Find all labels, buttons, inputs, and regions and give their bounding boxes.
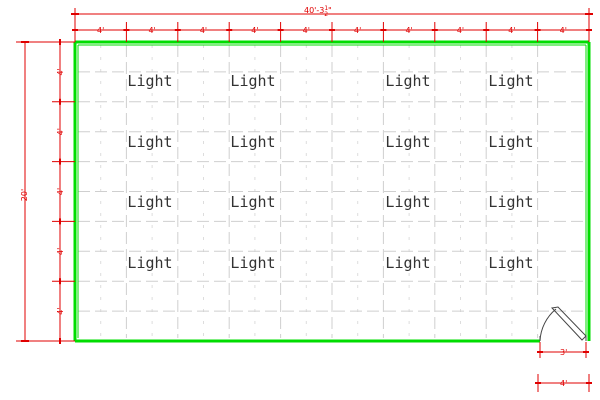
light-label: Light <box>385 72 430 90</box>
light-label: Light <box>230 133 275 151</box>
module-width-label: 4' <box>97 26 104 35</box>
light-label: Light <box>385 193 430 211</box>
module-width-label: 4' <box>508 26 515 35</box>
module-width-label: 4' <box>560 26 567 35</box>
module-height-label: 4' <box>56 188 65 195</box>
ceiling-grid <box>78 45 586 338</box>
light-label: Light <box>127 72 172 90</box>
module-height-label: 4' <box>56 68 65 75</box>
light-label: Light <box>385 133 430 151</box>
light-label: Light <box>385 254 430 272</box>
module-width-dimensions: 4' 4' 4' 4' 4' 4' 4' 4' 4' 4' <box>72 22 592 42</box>
light-label: Light <box>230 254 275 272</box>
door-clearance-label: 4' <box>560 379 567 388</box>
overall-height-label: 20' <box>20 189 29 201</box>
light-label: Light <box>127 133 172 151</box>
light-label: Light <box>488 254 533 272</box>
light-label: Light <box>488 133 533 151</box>
module-width-label: 4' <box>457 26 464 35</box>
light-label: Light <box>488 193 533 211</box>
light-label: Light <box>230 72 275 90</box>
light-label: Light <box>127 193 172 211</box>
light-label: Light <box>230 193 275 211</box>
light-label: Light <box>488 72 533 90</box>
door-width-label: 3' <box>560 348 567 357</box>
module-width-label: 4' <box>354 26 361 35</box>
module-width-label: 4' <box>303 26 310 35</box>
module-height-label: 4' <box>56 307 65 314</box>
module-width-label: 4' <box>148 26 155 35</box>
module-width-label: 4' <box>251 26 258 35</box>
module-height-label: 4' <box>56 128 65 135</box>
module-height-dimensions: 4' 4' 4' 4' 4' <box>52 39 75 344</box>
module-width-label: 4' <box>405 26 412 35</box>
module-height-label: 4' <box>56 248 65 255</box>
light-label: Light <box>127 254 172 272</box>
door-width-dimension <box>537 342 589 358</box>
module-width-label: 4' <box>200 26 207 35</box>
door-clearance-dimension <box>535 374 592 392</box>
room-walls-inner <box>77 44 587 338</box>
door-swing-icon <box>539 306 587 342</box>
